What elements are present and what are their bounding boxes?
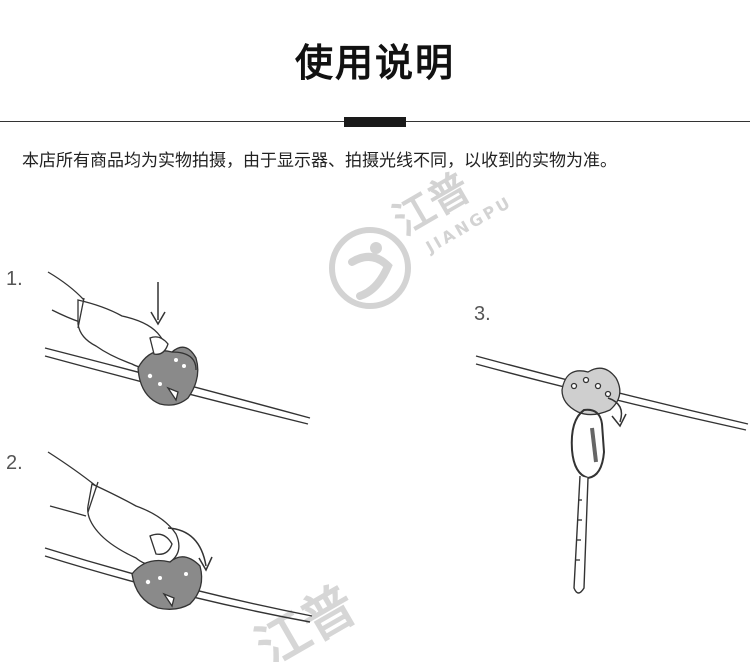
step-1-number: 1. bbox=[6, 268, 23, 290]
step-1-illustration bbox=[44, 271, 311, 425]
watermark-bottom: 江普 bbox=[247, 575, 367, 662]
product-notice: 本店所有商品均为实物拍摄，由于显示器、拍摄光线不同，以收到的实物为准。 bbox=[22, 151, 617, 171]
step-3-number: 3. bbox=[474, 303, 491, 325]
divider-accent-bar bbox=[344, 117, 406, 127]
svg-text:江普: 江普 bbox=[247, 575, 367, 662]
step-2-number: 2. bbox=[6, 452, 23, 474]
step-3-illustration bbox=[475, 355, 749, 594]
page-title: 使用说明 bbox=[294, 41, 455, 85]
watermark-logo: 江普 JIANGPU bbox=[329, 165, 516, 309]
step-2-illustration bbox=[44, 451, 313, 623]
